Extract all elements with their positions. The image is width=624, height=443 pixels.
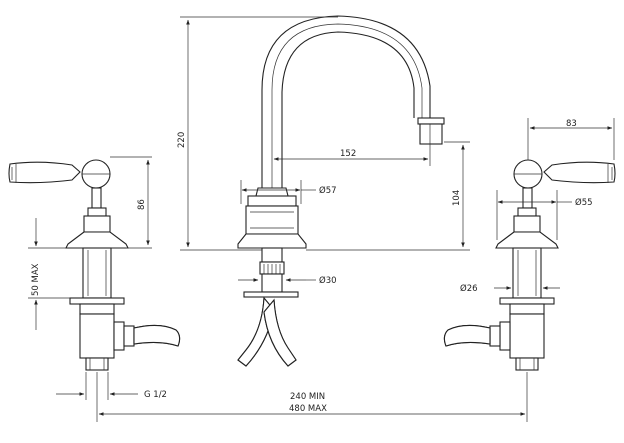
dim-inlet-thread: G 1/2 xyxy=(56,372,167,400)
dim-center-spacing: 240 MIN 480 MAX xyxy=(96,372,528,422)
dim-valve-shank: Ø26 xyxy=(460,283,560,294)
label-86: 86 xyxy=(137,199,147,210)
label-d30: Ø30 xyxy=(319,275,337,286)
dim-spout-reach: 152 xyxy=(273,124,431,166)
dim-body-diameter: Ø57 xyxy=(240,180,337,204)
dim-outlet-height: 104 xyxy=(306,141,470,251)
label-480max: 480 MAX xyxy=(289,404,327,414)
dim-handle-base: Ø55 xyxy=(496,190,593,240)
spout-gooseneck xyxy=(261,15,431,188)
dim-spout-height: 220 xyxy=(177,16,338,251)
label-g12: G 1/2 xyxy=(144,390,167,400)
dim-mounting-depth: 50 MAX xyxy=(28,218,70,330)
left-lever-handle xyxy=(8,161,81,184)
label-220: 220 xyxy=(177,132,187,148)
label-d57: Ø57 xyxy=(319,185,337,196)
label-152: 152 xyxy=(340,149,356,159)
label-104: 104 xyxy=(452,190,462,206)
label-50max: 50 MAX xyxy=(31,263,41,296)
dim-handle-span: 83 xyxy=(527,118,615,160)
dim-spout-shank: Ø30 xyxy=(238,275,337,286)
left-valve xyxy=(8,159,181,371)
dim-handle-height: 86 xyxy=(110,156,152,249)
label-240min: 240 MIN xyxy=(290,392,325,402)
label-d55: Ø55 xyxy=(575,197,593,208)
label-d26: Ø26 xyxy=(460,283,478,294)
center-spout xyxy=(237,15,445,367)
right-lever-handle xyxy=(543,161,616,184)
label-83: 83 xyxy=(566,119,577,129)
right-valve xyxy=(443,159,616,371)
